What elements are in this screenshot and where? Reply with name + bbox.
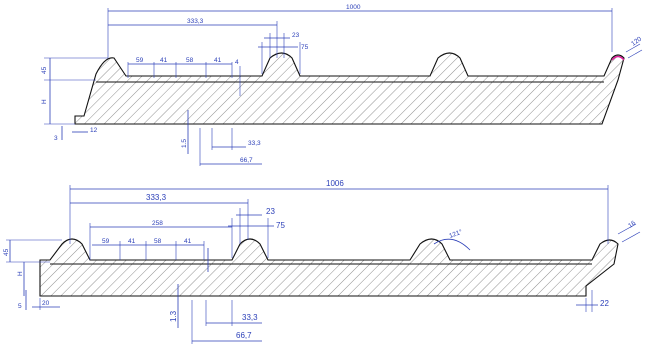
bottom-rib-top: 23: [266, 207, 275, 216]
top-sheet-thickness: 1.5: [181, 139, 188, 148]
bottom-pan-seg-2: 41: [128, 238, 136, 245]
bottom-offset-1: 33,3: [242, 313, 258, 322]
bottom-pan-seg-1: 59: [102, 238, 110, 245]
top-rib-angle: 120: [630, 35, 643, 47]
top-offset-2: 66,7: [240, 157, 253, 164]
top-profile: 1000 333,3 23 75 59 41 58 41 4 45: [41, 4, 643, 166]
bottom-overall-width: 1006: [326, 179, 344, 188]
top-offset-1: 33,3: [248, 140, 261, 147]
bottom-right-angle: 16: [627, 220, 637, 230]
bottom-rib-angle: 121°: [448, 228, 464, 240]
bottom-pitch: 333,3: [146, 193, 167, 202]
bottom-span-dim: 258: [152, 220, 163, 227]
top-pitch: 333,3: [187, 18, 204, 25]
bottom-left-edge-2: 20: [42, 300, 50, 307]
top-overall-width: 1000: [346, 4, 361, 11]
bottom-right-edge: 22: [600, 299, 609, 308]
top-panel-section: [74, 52, 625, 125]
top-rib-base: 75: [301, 44, 309, 51]
bottom-pan-seg-3: 58: [154, 238, 162, 245]
top-side-rib-dim: 4: [235, 59, 239, 66]
bottom-left-edge-1: 5: [18, 303, 22, 310]
bottom-sheet-thickness: 1.3: [169, 310, 178, 322]
bottom-rib-base: 75: [276, 221, 285, 230]
top-pan-seg-3: 58: [186, 57, 194, 64]
bottom-height-dim: 45: [3, 248, 10, 256]
top-height-dim: 45: [41, 66, 48, 74]
top-foam-thickness: H: [41, 99, 48, 104]
top-small-dim: 3: [54, 135, 58, 142]
bottom-foam-thickness: H: [17, 271, 24, 276]
bottom-panel-section: [39, 238, 619, 297]
bottom-pan-seg-4: 41: [184, 238, 192, 245]
bottom-profile: 1006 333,3 23 75 258 59 41 58 41 45: [3, 179, 641, 344]
bottom-offset-2: 66,7: [236, 331, 252, 340]
top-pan-seg-2: 41: [160, 57, 168, 64]
top-rib-top: 23: [292, 32, 300, 39]
top-pan-seg-1: 59: [136, 57, 144, 64]
top-edge-rise: 12: [90, 127, 98, 134]
top-pan-seg-4: 41: [214, 57, 222, 64]
